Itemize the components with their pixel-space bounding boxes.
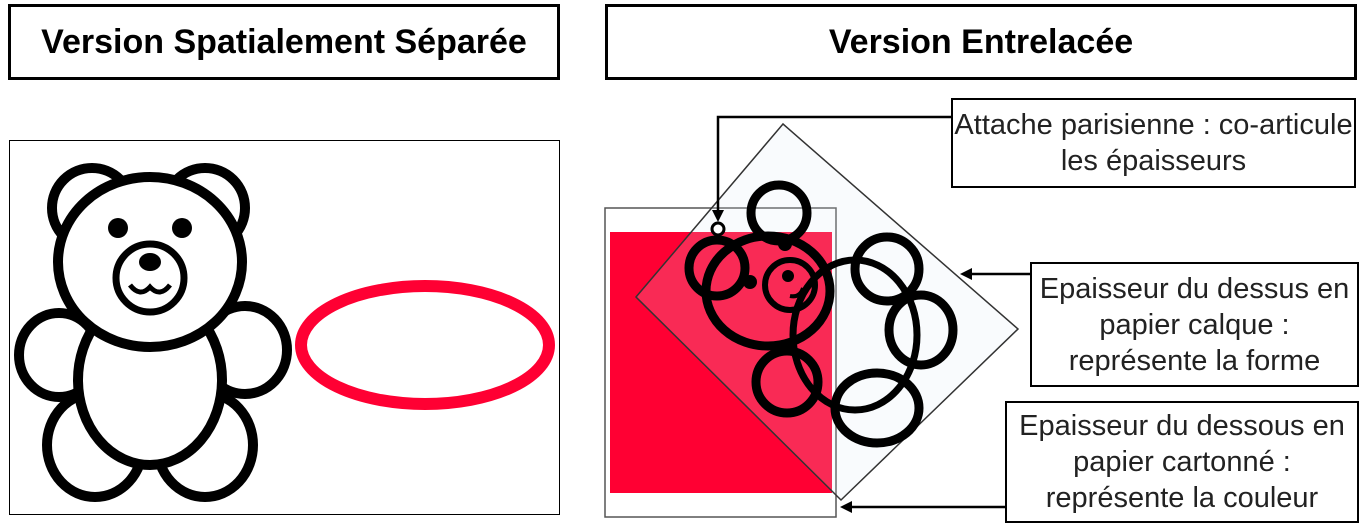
rotated-bear-face [743, 237, 805, 299]
teddy-bear-icon [14, 163, 292, 502]
arrow-heads [712, 210, 972, 513]
title-interlaced: Version Entrelacée [605, 4, 1357, 80]
teddy-bear-face [108, 218, 192, 295]
annotation-bottom-layer: Epaisseur du dessous en papier cartonné … [1005, 401, 1359, 523]
annotation-arrows [716, 115, 1030, 509]
title-spatially-separated: Version Spatialement Séparée [8, 4, 560, 80]
annotation-fastener: Attache parisienne : co-articule les épa… [951, 98, 1356, 188]
red-color-oval [295, 280, 555, 410]
split-pin-icon [710, 221, 726, 237]
rotated-bear-outline [684, 180, 958, 448]
annotation-top-layer: Epaisseur du dessus en papier calque : r… [1030, 262, 1359, 387]
